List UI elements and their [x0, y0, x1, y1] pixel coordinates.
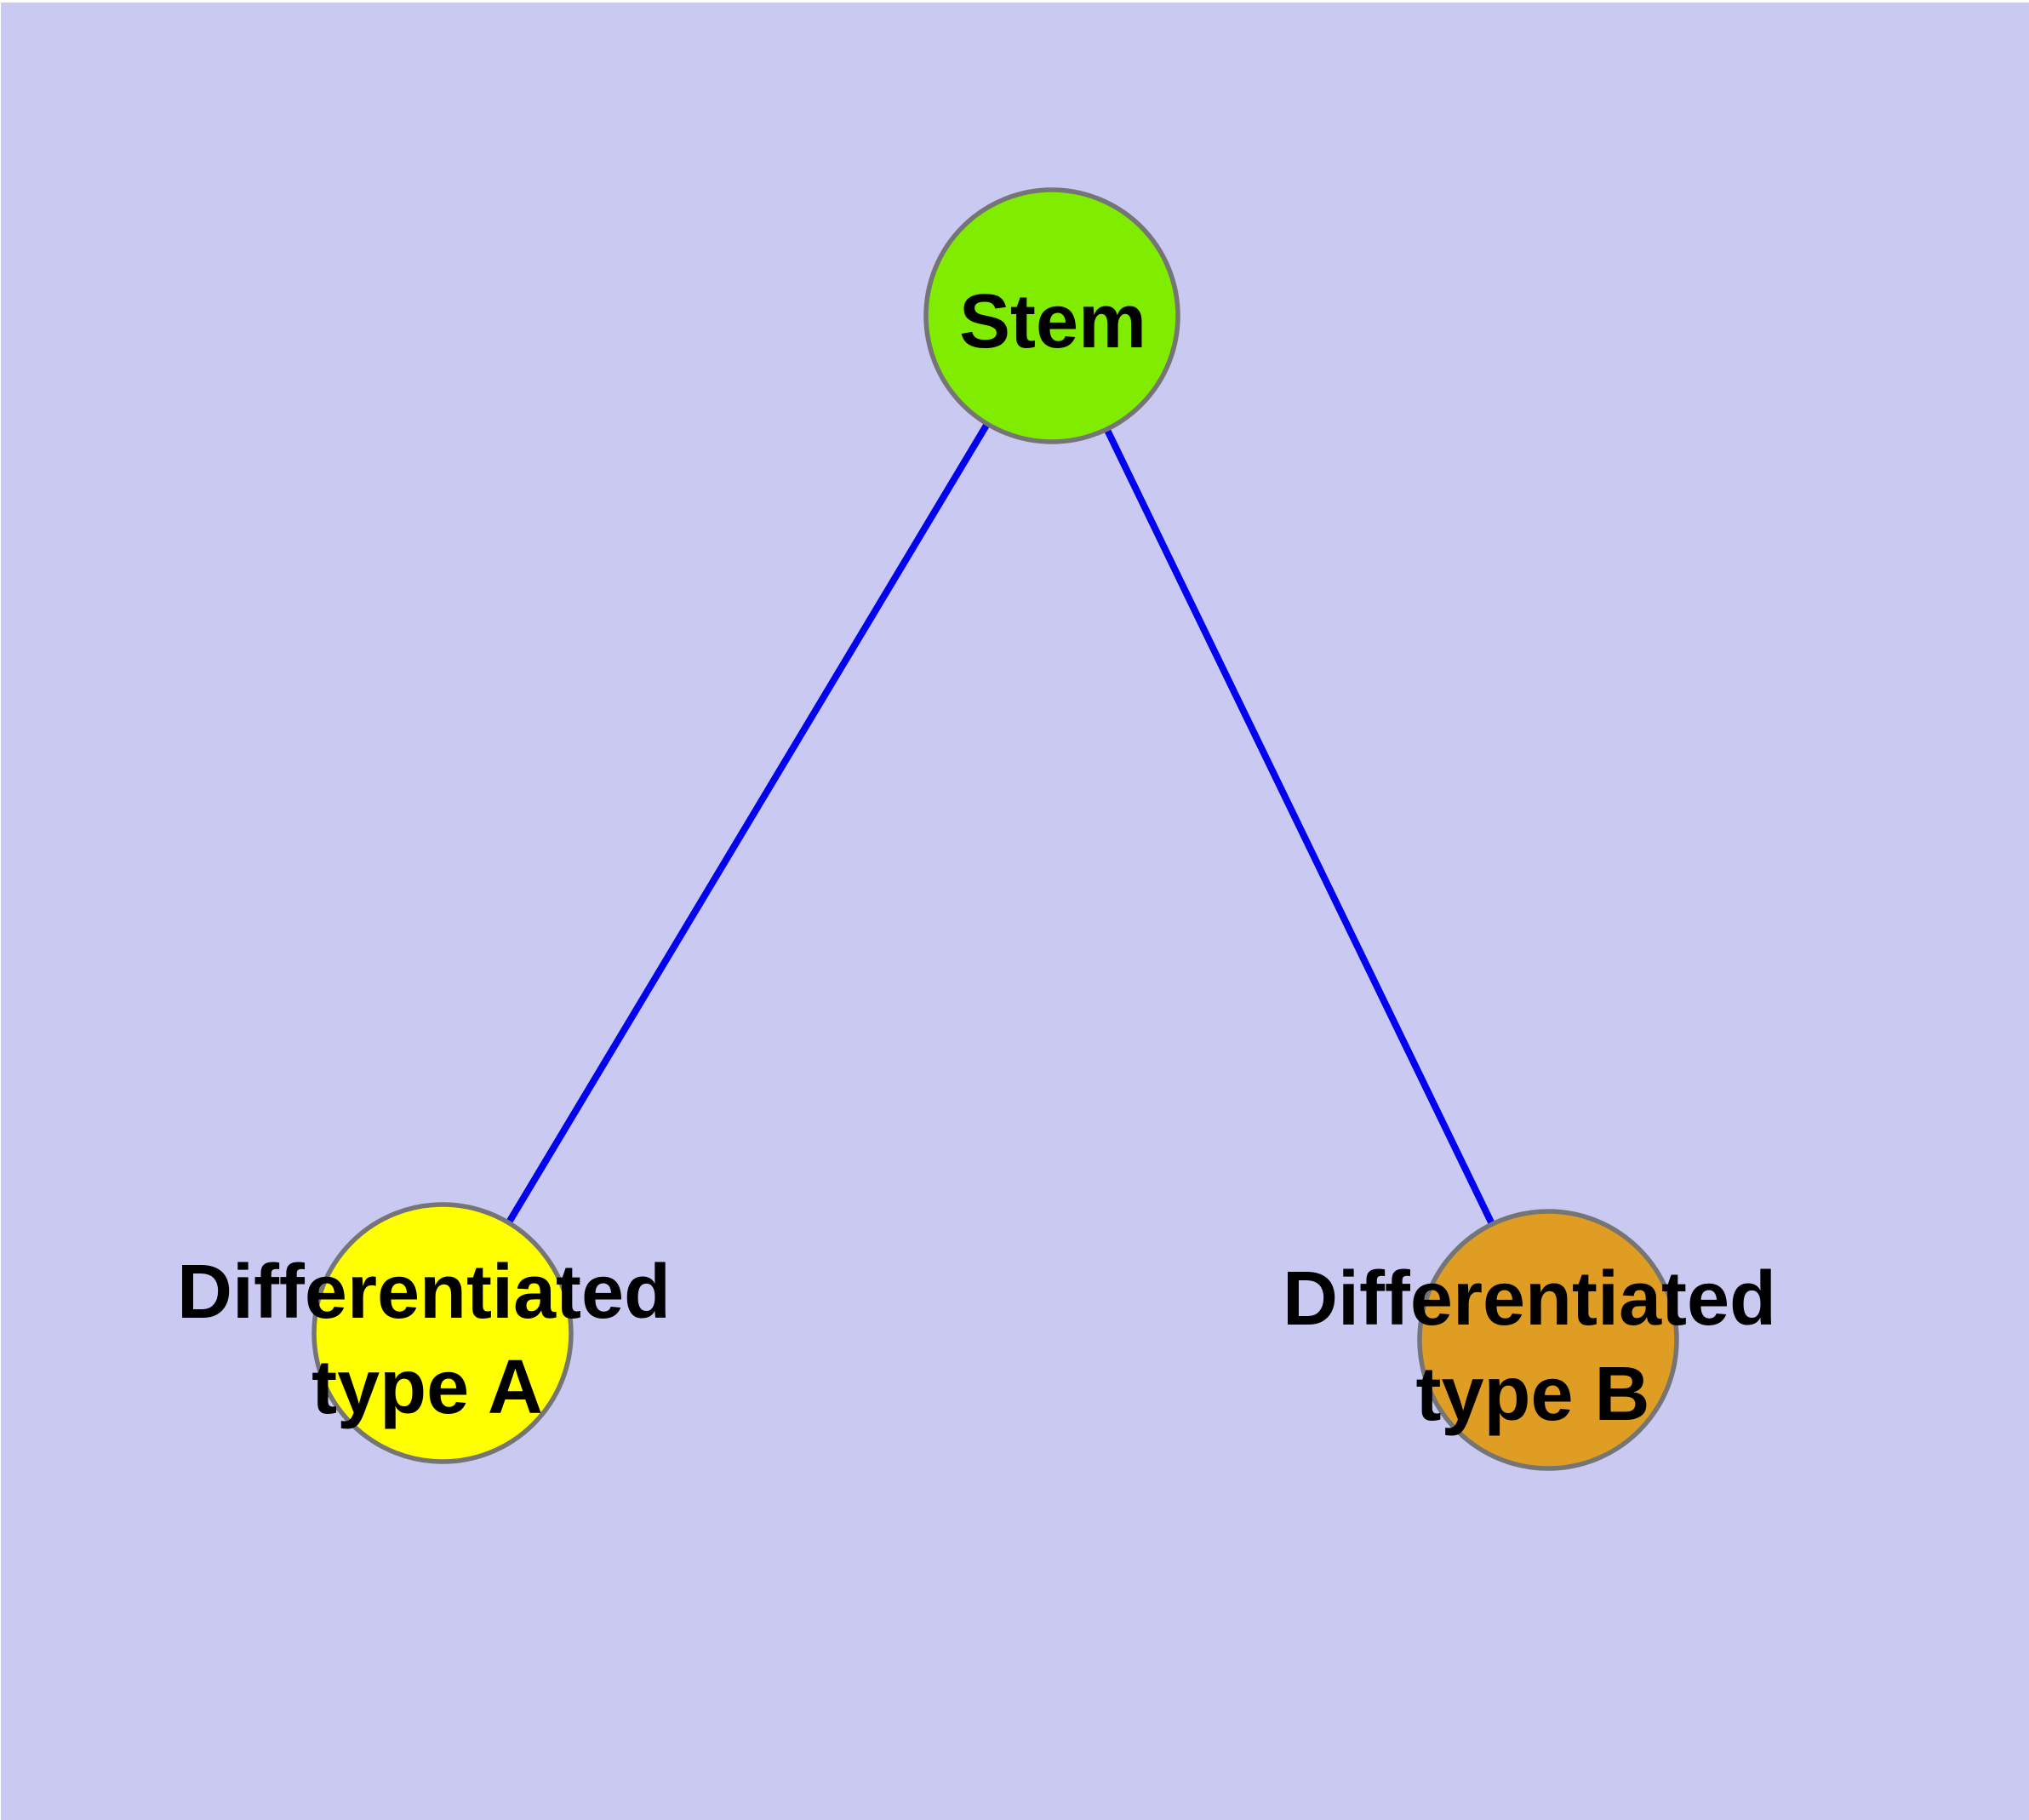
edge-stem-to-type-a — [439, 313, 1055, 1336]
node-stem-circle — [923, 187, 1180, 444]
node-group — [311, 187, 1679, 1471]
label-group: Stem Differentiated type A Differentiate… — [177, 279, 1776, 1437]
node-type-a-circle — [311, 1202, 574, 1464]
edge-stem-to-type-b — [1049, 314, 1552, 1342]
node-type-a-label-line2: type A — [311, 1345, 543, 1430]
node-stem-label: Stem — [959, 279, 1146, 364]
edge-group — [439, 313, 1552, 1342]
node-type-b-circle — [1417, 1209, 1679, 1471]
node-type-b-label: Differentiated type B — [1283, 1256, 1776, 1437]
node-type-b-label-line2: type B — [1415, 1352, 1649, 1437]
node-type-a-label: Differentiated type A — [177, 1250, 671, 1430]
node-type-b-label-line1: Differentiated — [1283, 1256, 1776, 1342]
node-type-a-label-line1: Differentiated — [177, 1250, 671, 1335]
